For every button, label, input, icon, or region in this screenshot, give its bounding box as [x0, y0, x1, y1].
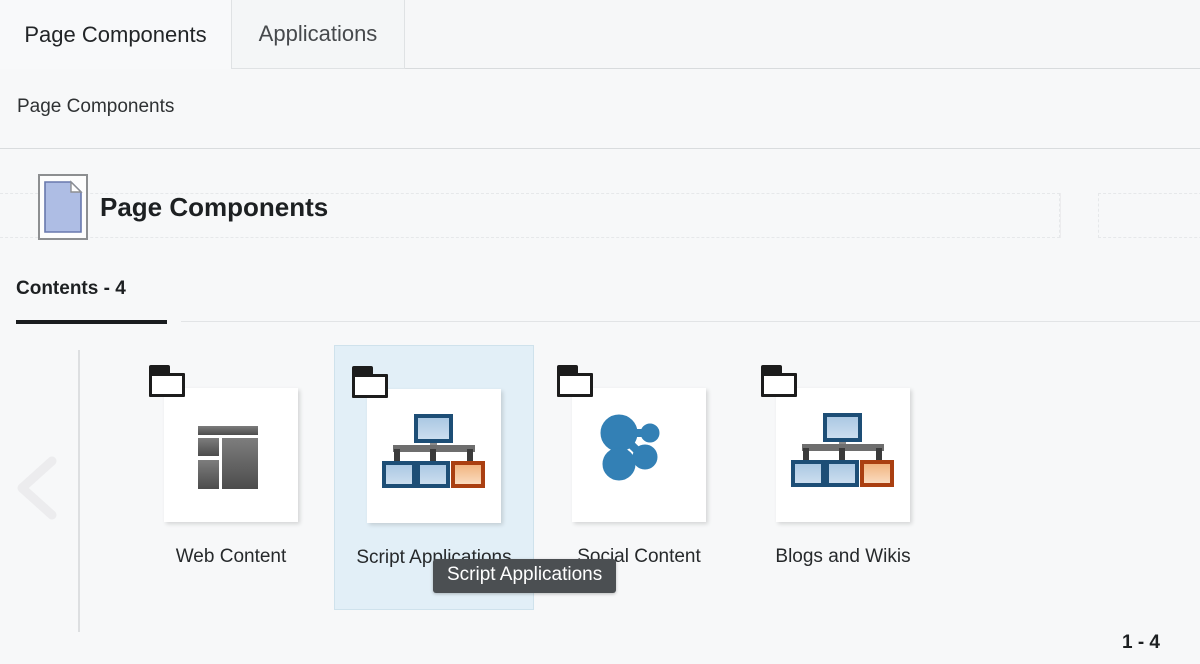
folder-icon: [557, 365, 593, 397]
tab-page-components-label: Page Components: [24, 21, 207, 47]
web-layout-icon: [198, 426, 258, 489]
tile-card: [352, 366, 501, 523]
breadcrumb-bar: Page Components: [0, 69, 1200, 149]
folder-icon: [761, 365, 797, 397]
hierarchy-icon: [791, 413, 894, 487]
tab-contents-underline: [16, 320, 167, 324]
network-share-icon: [600, 414, 660, 481]
gallery-divider: [78, 350, 80, 632]
tab-applications-label: Applications: [258, 21, 378, 46]
tile-label: Blogs and Wikis: [775, 546, 911, 567]
tile-label: Web Content: [175, 546, 287, 567]
tile-card: [149, 365, 298, 522]
tile-web-content[interactable]: Web Content: [131, 345, 331, 610]
page-document-icon: [38, 174, 88, 240]
folder-icon: [352, 366, 388, 398]
tab-rule: [181, 321, 1200, 322]
tab-applications[interactable]: Applications: [231, 0, 405, 69]
tile-blogs-and-wikis[interactable]: Blogs and Wikis: [743, 345, 943, 610]
pagination-range: 1 - 4: [1121, 632, 1160, 653]
page-title: Page Components: [100, 192, 329, 222]
tab-page-components[interactable]: Page Components: [0, 0, 231, 69]
tile-card: [557, 365, 706, 522]
page-header: Page Components: [0, 150, 1200, 260]
breadcrumb[interactable]: Page Components: [17, 96, 175, 117]
tab-strip: Page Components Applications: [0, 0, 1200, 69]
tile-social-content[interactable]: Social Content: [539, 345, 739, 610]
tooltip: Script Applications: [433, 559, 617, 593]
tab-contents[interactable]: Contents - 4: [16, 278, 126, 300]
folder-icon: [149, 365, 185, 397]
hierarchy-icon: [382, 414, 485, 488]
tab-contents-label: Contents - 4: [16, 278, 126, 299]
tile-card: [761, 365, 910, 522]
chevron-left-icon[interactable]: [8, 455, 60, 521]
